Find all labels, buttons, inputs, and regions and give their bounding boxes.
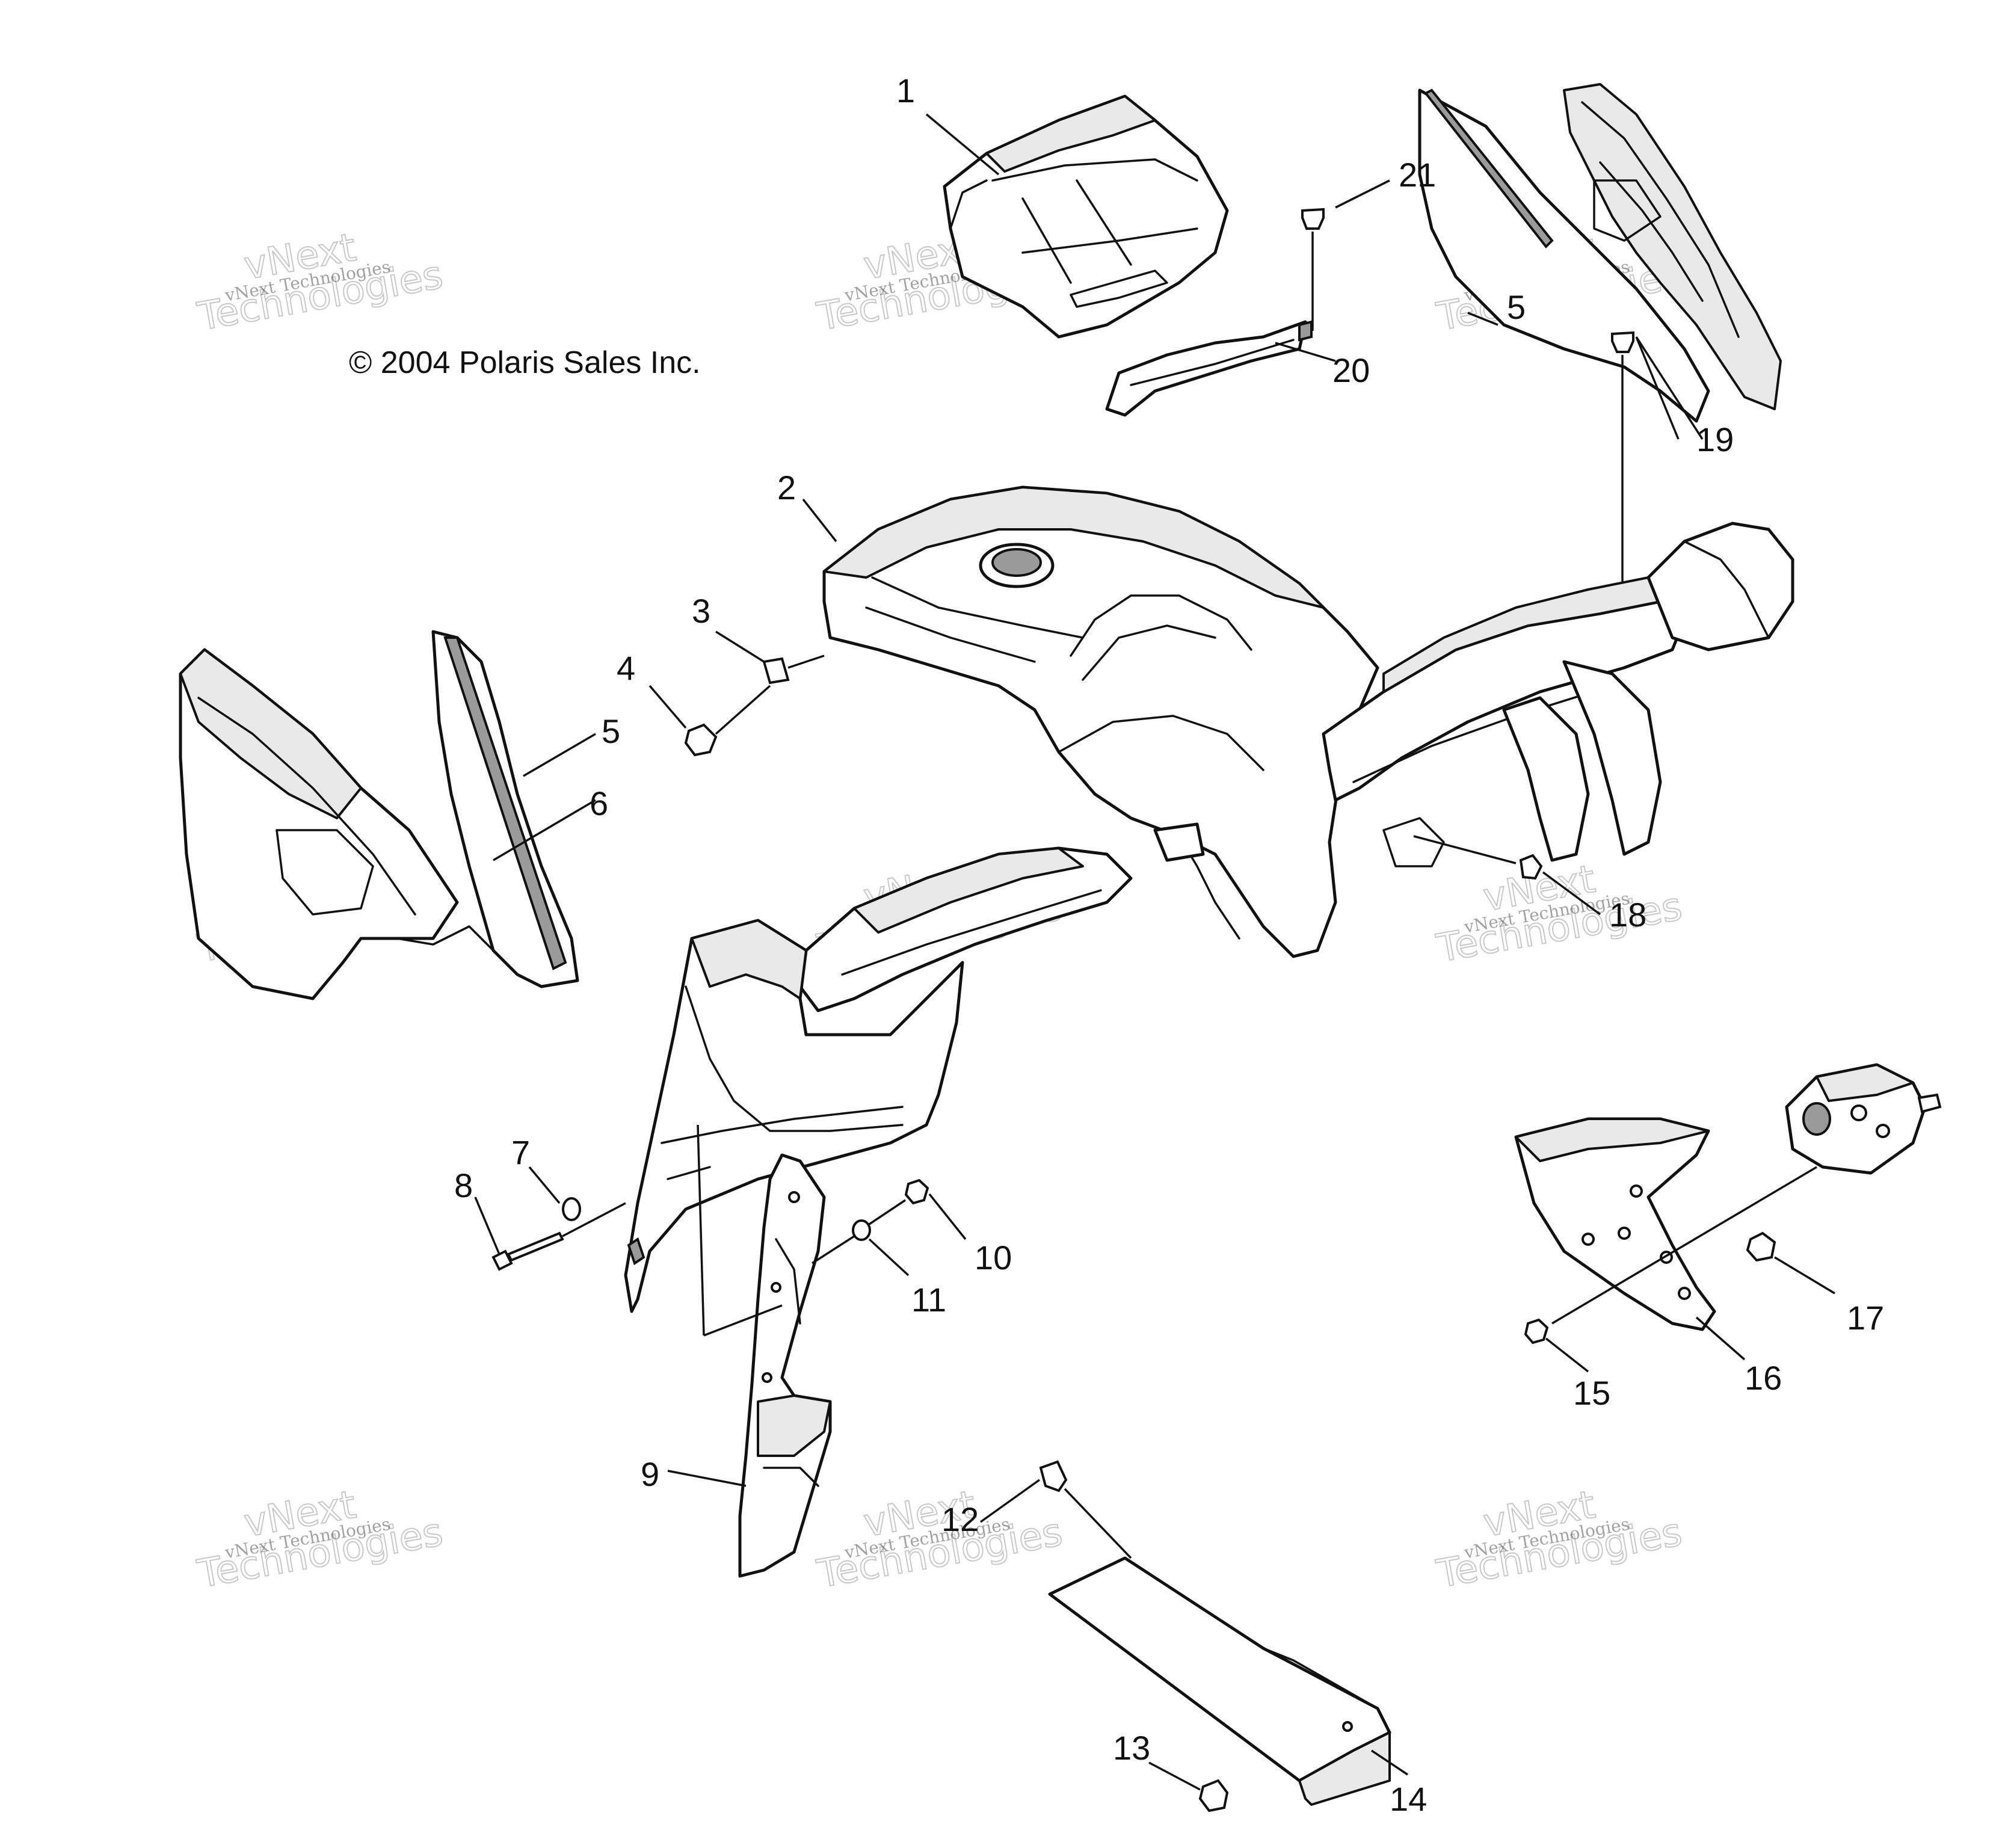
callout-19: 19 xyxy=(1696,420,1734,458)
part-15-nut xyxy=(1524,1318,1549,1344)
callout-18: 18 xyxy=(1609,896,1646,934)
callout-5-left: 5 xyxy=(602,712,620,750)
part-12-clip xyxy=(1039,1460,1132,1559)
part-16-bracket xyxy=(1514,1117,1716,1331)
callout-7: 7 xyxy=(511,1133,530,1171)
watermark-bottom-left: Technologies vNext vNext Technologies xyxy=(194,1482,447,1598)
callout-16: 16 xyxy=(1745,1359,1782,1397)
assembly-lines-9 xyxy=(697,1124,783,1337)
callout-9: 9 xyxy=(641,1455,659,1493)
part-13-push-rivet xyxy=(1198,1779,1229,1813)
callout-10: 10 xyxy=(975,1239,1012,1277)
part-10-nut xyxy=(904,1178,929,1205)
part-17-screw xyxy=(1746,1231,1776,1262)
part-8-bolt xyxy=(491,1202,626,1271)
callout-14: 14 xyxy=(1390,1780,1427,1818)
part-5-6-side-panel-left xyxy=(179,630,579,1000)
part-5-side-panel-right xyxy=(1418,83,1782,423)
part-2-front-cab xyxy=(624,485,1794,1313)
watermark-top-left: Technologies vNext vNext Technologies xyxy=(194,225,447,340)
callout-leader-lines xyxy=(474,113,1835,1791)
callout-21: 21 xyxy=(1399,156,1436,194)
part-3-clip-nut xyxy=(762,654,825,685)
callout-13: 13 xyxy=(1113,1729,1150,1767)
callout-6: 6 xyxy=(590,784,608,822)
callout-3: 3 xyxy=(692,592,710,630)
part-20-bracket xyxy=(1105,320,1313,417)
part-1-headlight-pod xyxy=(943,94,1229,339)
part-9-splash-shield xyxy=(738,1153,832,1578)
part-11-washer xyxy=(812,1199,906,1264)
switch-assembly xyxy=(1551,1063,1942,1325)
part-18-screw xyxy=(1519,854,1543,880)
callout-20: 20 xyxy=(1332,351,1370,389)
part-14-panel xyxy=(1048,1556,1391,1806)
callout-17: 17 xyxy=(1847,1299,1884,1337)
callout-8: 8 xyxy=(454,1166,473,1204)
part-7-washer xyxy=(562,1197,581,1221)
callout-2: 2 xyxy=(777,469,796,507)
part-4-screw xyxy=(684,685,771,757)
callout-1: 1 xyxy=(896,72,915,109)
callout-12: 12 xyxy=(941,1500,979,1538)
watermark-bottom-right: Technologies vNext vNext Technologies xyxy=(1433,1482,1686,1598)
callout-11: 11 xyxy=(911,1281,946,1319)
part-21-fastener xyxy=(1301,208,1325,331)
copyright-notice: © 2004 Polaris Sales Inc. xyxy=(349,345,701,380)
callout-5-right: 5 xyxy=(1507,288,1526,326)
callout-15: 15 xyxy=(1573,1374,1610,1412)
callout-4: 4 xyxy=(617,649,635,687)
